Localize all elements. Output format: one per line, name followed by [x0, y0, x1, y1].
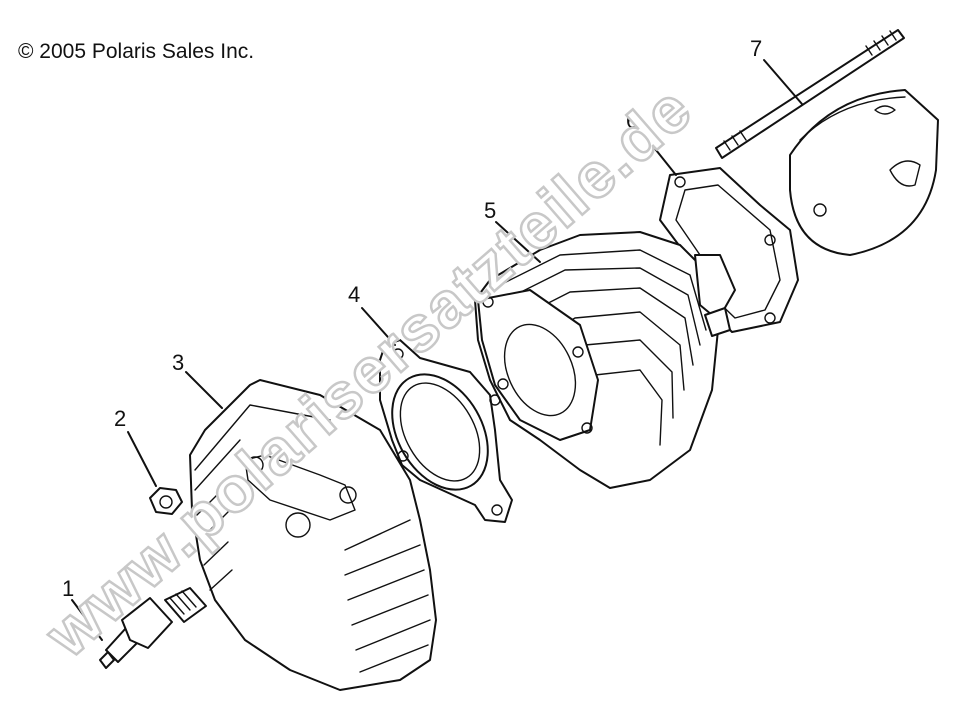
callout-5: 5	[484, 198, 496, 223]
base-gasket	[659, 167, 799, 333]
callout-4: 4	[348, 282, 360, 307]
callout-2: 2	[114, 406, 126, 431]
callout-6: 6	[626, 108, 638, 133]
stud-bolt	[715, 29, 905, 159]
nut	[149, 487, 183, 515]
leader-lines	[71, 59, 803, 641]
piston	[789, 89, 939, 256]
cylinder-head	[189, 379, 437, 691]
callout-7: 7	[750, 36, 762, 61]
cylinder	[474, 231, 736, 489]
callout-3: 3	[172, 350, 184, 375]
spark-plug	[99, 587, 207, 669]
copyright-text: © 2005 Polaris Sales Inc.	[18, 40, 255, 63]
callout-1: 1	[62, 576, 74, 601]
head-gasket	[379, 339, 513, 523]
